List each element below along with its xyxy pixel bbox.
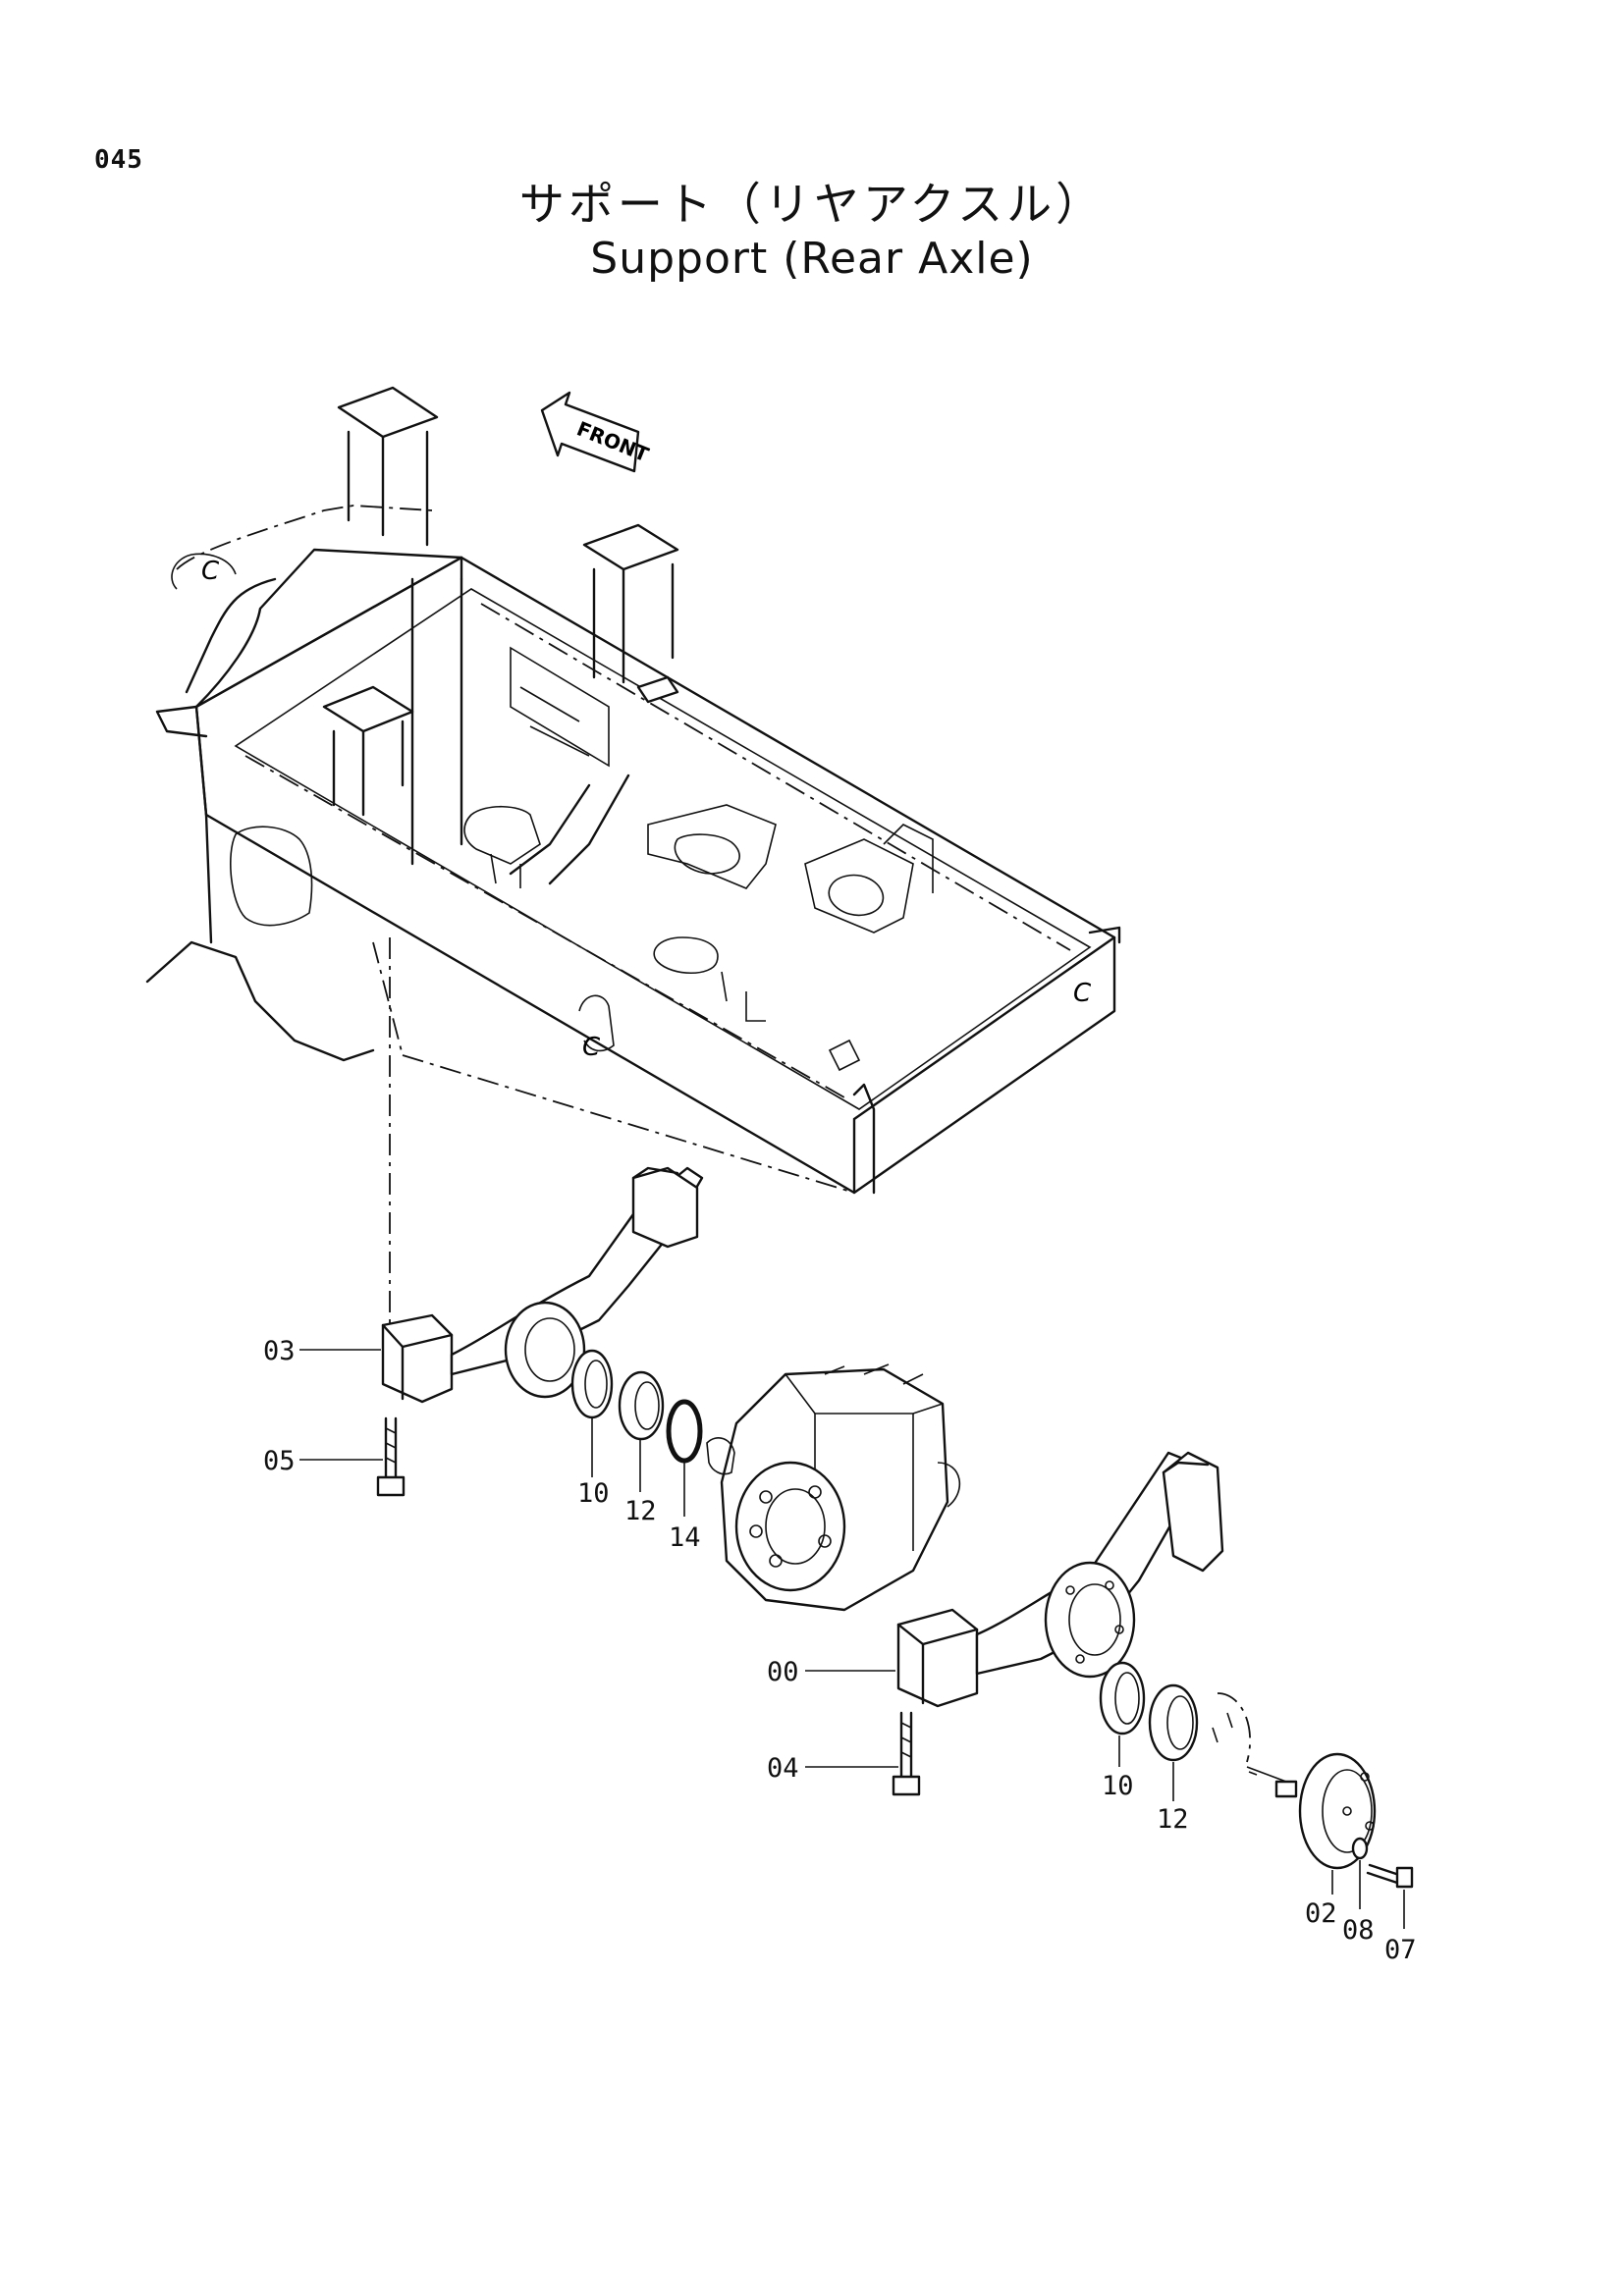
callout-02: 02 bbox=[1305, 1898, 1337, 1929]
callout-08: 08 bbox=[1342, 1915, 1375, 1946]
page-title-english: Support (Rear Axle) bbox=[590, 234, 1034, 284]
frame-mark-c-left: C bbox=[201, 557, 220, 586]
right-axle-support bbox=[896, 1451, 1224, 1708]
callout-03: 03 bbox=[263, 1336, 296, 1366]
differential-housing bbox=[706, 1363, 961, 1612]
left-seal-set bbox=[570, 1349, 703, 1464]
right-seal-set bbox=[1099, 1661, 1252, 1763]
callout-07: 07 bbox=[1384, 1935, 1417, 1965]
callout-00: 00 bbox=[767, 1657, 799, 1687]
callout-12-right: 12 bbox=[1157, 1804, 1189, 1835]
page-number: 045 bbox=[94, 145, 143, 175]
callout-12-left: 12 bbox=[624, 1496, 657, 1526]
front-direction-arrow: FRONT bbox=[540, 391, 652, 473]
callout-labels: 03 05 10 12 14 00 04 10 12 02 08 07 bbox=[263, 1336, 1417, 1965]
left-axle-support bbox=[381, 937, 704, 1404]
callout-10-left: 10 bbox=[577, 1478, 610, 1509]
end-cap-assembly bbox=[1246, 1752, 1414, 1889]
machine-frame: C C C bbox=[145, 386, 1121, 1195]
callout-14: 14 bbox=[669, 1522, 701, 1553]
frame-mark-c-right: C bbox=[1073, 979, 1092, 1008]
frame-mark-c-bottom: C bbox=[582, 1033, 601, 1062]
callout-10-right: 10 bbox=[1102, 1771, 1134, 1801]
bolt-04 bbox=[892, 1711, 921, 1796]
page-title-japanese: サポート（リヤアクスル） bbox=[518, 178, 1106, 231]
callout-04: 04 bbox=[767, 1753, 799, 1784]
bolt-05 bbox=[376, 1416, 406, 1497]
callout-05: 05 bbox=[263, 1446, 296, 1476]
